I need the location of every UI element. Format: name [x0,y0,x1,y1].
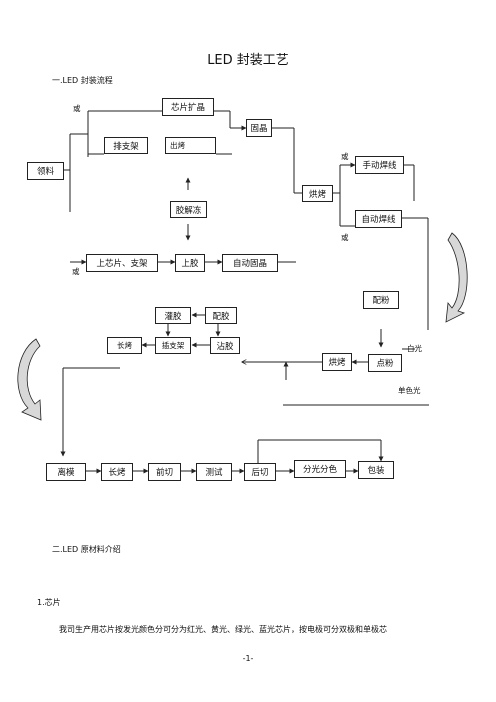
or-label: 或 [72,267,80,276]
step-bake-out: 出烤 [165,137,216,154]
step-bake-2: 烘烤 [322,353,352,371]
step-test: 测试 [196,463,232,481]
label-white-light: 白光 [407,344,422,353]
label-mono-light: 单色光 [398,386,421,395]
step-collect-materials: 领料 [27,162,64,180]
step-mix-glue: 配胶 [205,307,237,324]
subsection-heading-chip: 1.芯片 [37,598,61,607]
step-pack: 包装 [358,461,394,479]
curved-arrow-right [445,232,468,323]
or-label: 或 [341,233,349,242]
step-die-bond: 固晶 [246,119,272,137]
step-auto-die-bond: 自动固晶 [222,254,278,272]
step-manual-wire-bond: 手动焊线 [355,156,404,174]
step-long-bake: 长烤 [107,337,142,354]
step-mix-powder: 配粉 [363,291,399,309]
step-glue-thaw: 胶解冻 [170,201,207,218]
page-title: LED 封装工艺 [207,53,289,68]
step-auto-wire-bond: 自动焊线 [355,210,402,228]
step-fill-glue: 灌胶 [155,307,191,324]
step-glue-up: 上胶 [175,254,205,272]
step-dip-glue: 沾胶 [210,337,240,354]
step-demold: 离模 [46,463,86,481]
section-heading-materials: 二.LED 原材料介绍 [52,545,121,554]
page-number: -1- [242,654,254,663]
step-load-chip-rack: 上芯片、支架 [86,254,158,272]
paragraph-chip: 我司生产用芯片按发光颜色分可分为红光、黄光、绿光、蓝光芯片，按电极可分双极和单极… [59,625,387,634]
step-front-cut: 前切 [148,463,181,481]
step-dot-powder: 点粉 [368,354,402,372]
step-long-bake-2: 长烤 [101,463,133,481]
section-heading-process: 一.LED 封装流程 [52,76,113,85]
step-back-cut: 后切 [244,463,276,481]
step-insert-rack: 插支架 [155,337,191,354]
step-bake: 烘烤 [302,185,333,202]
step-chip-expand: 芯片扩晶 [162,98,214,116]
step-arrange-rack: 排支架 [104,137,148,154]
curved-arrow-left [17,338,42,421]
or-label: 或 [73,104,81,113]
step-sort-color: 分光分色 [294,460,346,478]
or-label: 或 [341,152,349,161]
